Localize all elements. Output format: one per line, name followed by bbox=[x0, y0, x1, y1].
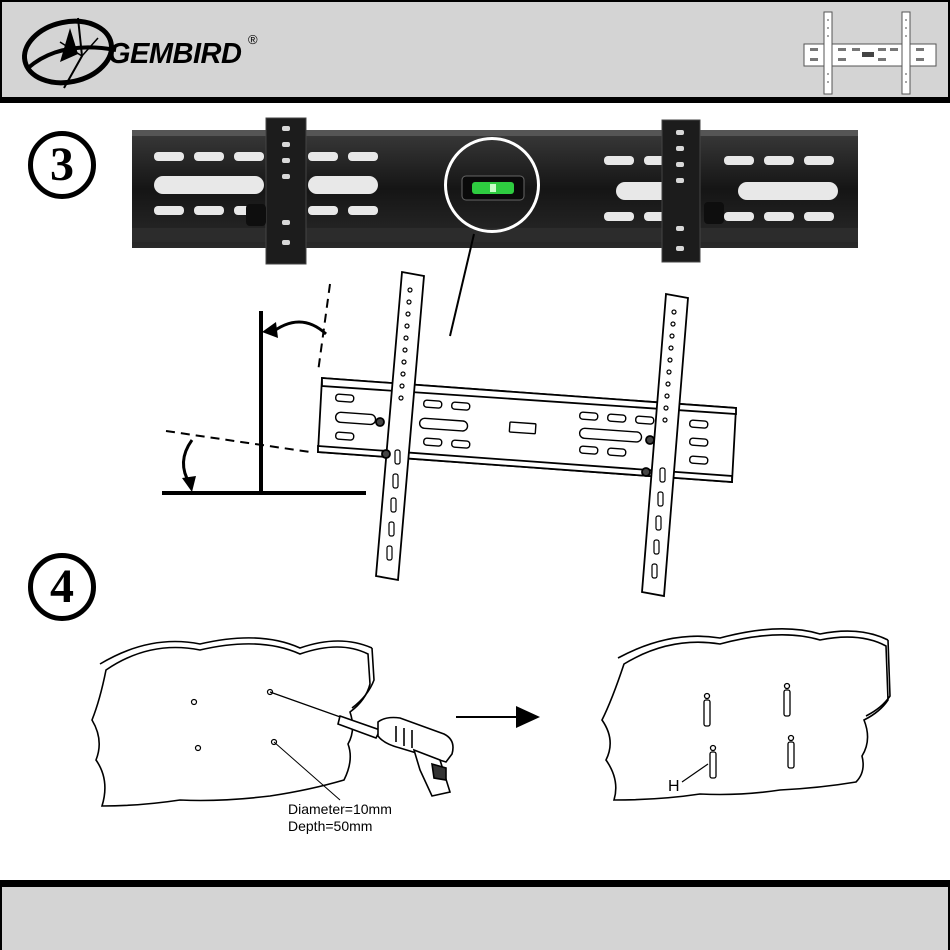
drill-note: Diameter=10mm Depth=50mm bbox=[288, 801, 392, 835]
tilt-bracket-drawing bbox=[318, 272, 736, 596]
anchor-label: H bbox=[668, 778, 680, 796]
footer-divider bbox=[0, 880, 950, 887]
wall-section-icon bbox=[92, 638, 374, 806]
power-drill-icon bbox=[338, 716, 453, 796]
wall-section-icon-anchors bbox=[602, 629, 890, 800]
drill-depth-label: Depth=50mm bbox=[288, 818, 392, 835]
footer-band bbox=[0, 887, 950, 950]
right-arrow-icon bbox=[456, 706, 540, 728]
drill-diameter-label: Diameter=10mm bbox=[288, 801, 392, 818]
